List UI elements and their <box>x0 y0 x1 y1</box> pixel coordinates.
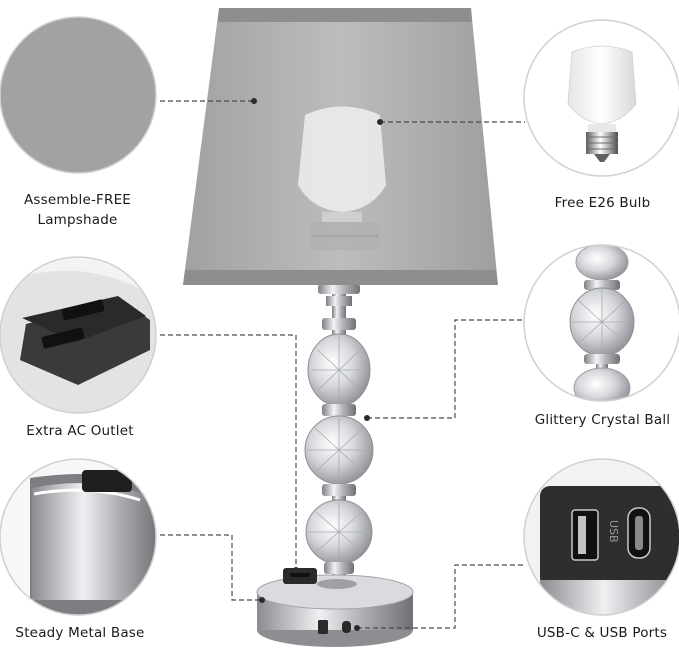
detail-e26-bulb <box>523 19 679 177</box>
caption-ac-outlet: Extra AC Outlet <box>26 423 134 439</box>
shade-connector <box>318 284 360 294</box>
stem-collar <box>326 296 352 306</box>
table-lamp <box>183 8 498 647</box>
caption-e26-bulb: Free E26 Bulb <box>554 195 651 211</box>
detail-usb-ports: USB <box>523 458 679 616</box>
bulb-through-shade <box>298 106 386 250</box>
caption-lampshade: Assemble-FREE Lampshade <box>23 192 132 228</box>
crystal-ball-middle <box>304 415 374 496</box>
lampshade <box>183 8 498 285</box>
caption-metal-base: Steady Metal Base <box>15 625 145 641</box>
detail-ac-outlet <box>0 256 157 414</box>
lamp-base <box>256 568 414 647</box>
crystal-ball-top <box>307 318 371 416</box>
usbc-port-on-base <box>342 621 351 633</box>
usb-port-label: USB <box>607 520 620 543</box>
usb-port-on-base <box>318 620 328 634</box>
leader-dots <box>251 98 383 631</box>
caption-usb-ports: USB-C & USB Ports <box>536 625 668 641</box>
detail-metal-base <box>0 458 157 616</box>
crystal-ball-bottom <box>305 499 373 574</box>
detail-crystal-ball <box>523 244 679 402</box>
caption-crystal-ball: Glittery Crystal Ball <box>534 412 671 428</box>
leader-lines <box>160 100 525 629</box>
detail-lampshade-fabric <box>0 16 157 174</box>
